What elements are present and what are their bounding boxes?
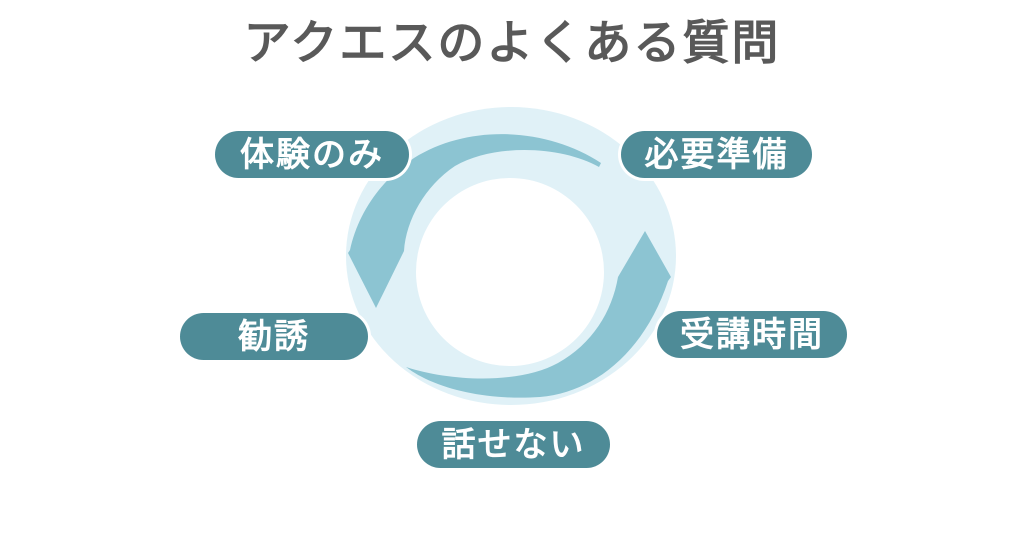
label-pill-cannot-speak: 話せない	[417, 421, 610, 468]
label-pill-lesson-time: 受講時間	[657, 311, 847, 358]
label-pill-trial-only: 体験のみ	[215, 131, 409, 178]
label-pill-preparation: 必要準備	[621, 131, 812, 178]
label-pill-solicitation: 勧誘	[180, 313, 368, 360]
cycle-arrow-top-counterclockwise	[348, 134, 601, 308]
cycle-inner-circle	[416, 178, 604, 366]
page-title: アクエスのよくある質問	[243, 16, 781, 69]
cycle-arrow-bottom-counterclockwise	[406, 231, 671, 398]
